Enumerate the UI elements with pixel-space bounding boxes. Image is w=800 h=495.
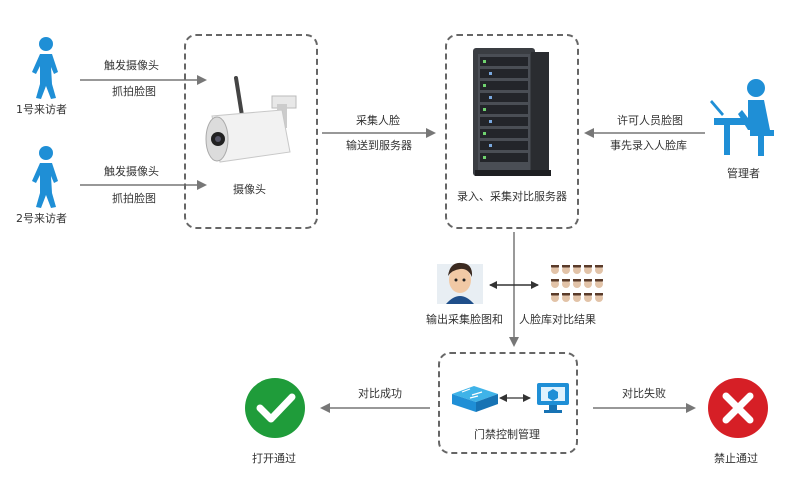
switch-icon	[452, 386, 498, 412]
success-label: 打开通过	[252, 452, 296, 465]
fail-cross-icon	[708, 378, 768, 438]
admin-label: 管理者	[727, 167, 760, 180]
admin-icon	[710, 79, 774, 156]
arrow1-line1: 触发摄像头	[104, 59, 159, 72]
fail-arrow-label: 对比失败	[622, 387, 666, 400]
visitor-1-icon	[32, 37, 58, 99]
camera-label: 摄像头	[233, 183, 266, 196]
access-label: 门禁控制管理	[474, 428, 540, 441]
cam-server-line1: 采集人脸	[356, 114, 400, 127]
server-icon	[473, 48, 551, 176]
compare-right-label: 人脸库对比结果	[519, 313, 596, 326]
visitor-1-label: 1号来访者	[16, 103, 67, 116]
monitor-icon	[537, 383, 569, 413]
camera-icon	[205, 76, 297, 163]
admin-arrow-line2: 事先录入人脸库	[610, 139, 687, 152]
camera-box	[184, 34, 318, 229]
fail-label: 禁止通过	[714, 452, 758, 465]
compare-left-label: 输出采集脸图和	[426, 313, 503, 326]
visitor-2-label: 2号来访者	[16, 212, 67, 225]
success-check-icon	[245, 378, 305, 438]
arrow2-line2: 抓拍脸图	[112, 192, 156, 205]
face-database-icon	[548, 263, 612, 305]
admin-arrow-line1: 许可人员脸图	[617, 114, 683, 127]
arrow1-line2: 抓拍脸图	[112, 85, 156, 98]
captured-face-icon	[437, 262, 483, 304]
server-box	[445, 34, 579, 229]
success-arrow-label: 对比成功	[358, 387, 402, 400]
cam-server-line2: 输送到服务器	[346, 139, 412, 152]
access-box	[438, 352, 578, 454]
arrow2-line1: 触发摄像头	[104, 165, 159, 178]
visitor-2-icon	[32, 146, 58, 208]
server-label: 录入、采集对比服务器	[457, 190, 567, 203]
